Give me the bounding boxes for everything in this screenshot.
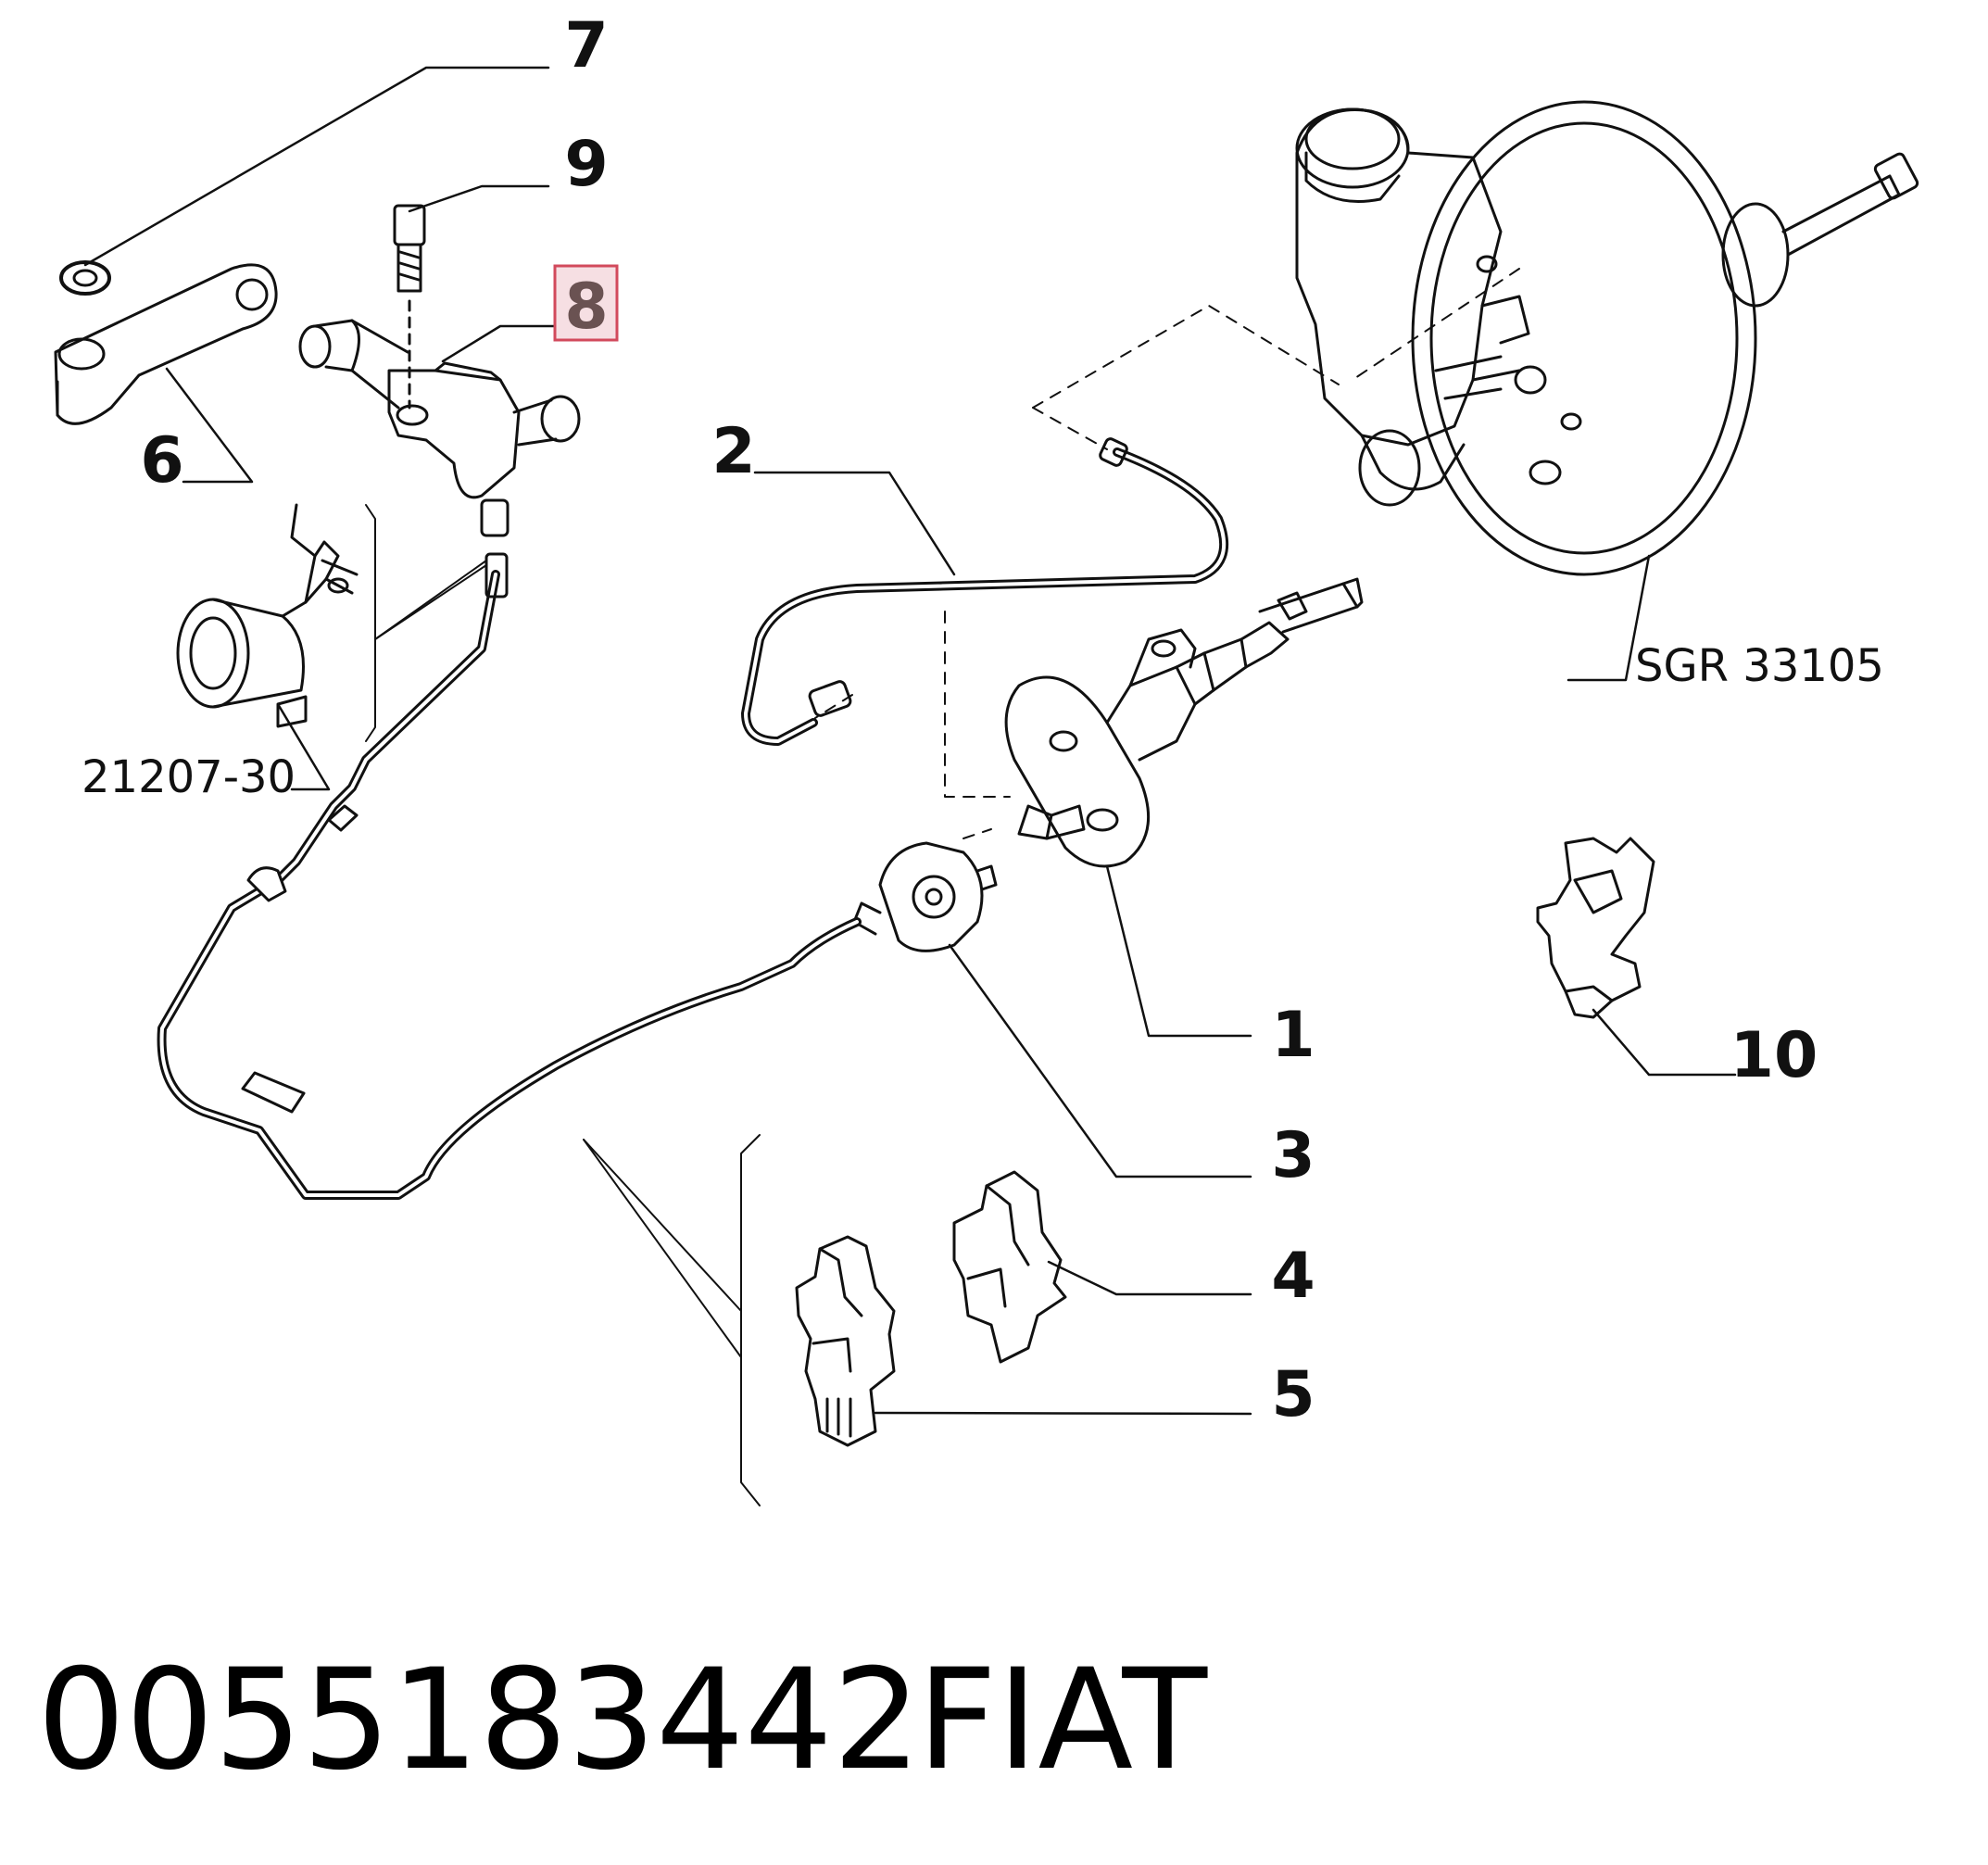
clip-part-5: [795, 1235, 896, 1447]
callout-8-highlight-box: [553, 264, 619, 342]
callout-1: 1: [1271, 999, 1315, 1072]
callout-labels: 7 9 8 6 2 1 3 4 5 10: [140, 9, 1818, 1431]
footer: 0055183442 FIAT: [37, 1640, 1208, 1801]
bolt-part: [393, 204, 426, 410]
group-bracket-lines: [365, 504, 761, 1506]
brand-name: FIAT: [917, 1640, 1208, 1801]
callout-9: 9: [564, 128, 608, 201]
slave-cylinder-part: [176, 503, 359, 728]
part-number: 0055183442: [37, 1640, 921, 1801]
callout-5: 5: [1271, 1358, 1315, 1431]
clip-part-4: [952, 1170, 1067, 1364]
brake-master-cylinder-part: [1295, 107, 1547, 507]
reference-labels: 21207-30 SGR 33105: [82, 640, 1884, 803]
slave-cylinder-ref-label: 21207-30: [82, 751, 296, 803]
callout-8: 8: [564, 271, 608, 344]
clutch-release-cylinder-part: [298, 319, 581, 537]
damper-part: [852, 841, 998, 952]
callout-4: 4: [1271, 1240, 1315, 1313]
callout-6: 6: [140, 424, 183, 498]
callout-10: 10: [1730, 1019, 1818, 1092]
pressure-pipe-part: [157, 552, 862, 1200]
callout-7: 7: [564, 9, 608, 82]
brake-booster-part: [1411, 100, 1919, 576]
callout-2: 2: [711, 415, 755, 488]
washer-part: [59, 260, 111, 296]
assembly-dashed-lines: [814, 268, 1520, 839]
leader-lines: [83, 66, 1737, 1416]
clip-part-10: [1536, 837, 1655, 1019]
brake-booster-ref-label: SGR 33105: [1635, 640, 1884, 692]
hose-part: [741, 437, 1229, 746]
callout-3: 3: [1271, 1119, 1315, 1192]
clutch-master-cylinder-part: [1004, 577, 1364, 868]
lever-arm-part: [54, 263, 278, 425]
